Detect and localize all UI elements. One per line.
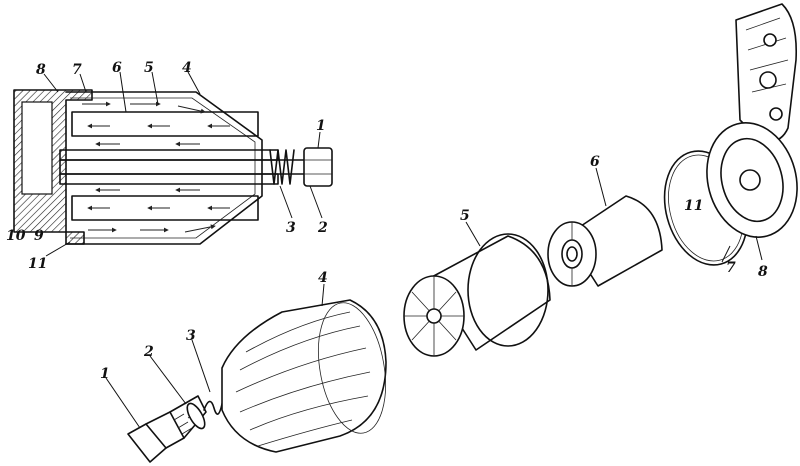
exploded-label-5: 5 bbox=[460, 208, 470, 224]
washer bbox=[186, 402, 206, 430]
label-9: 9 bbox=[34, 228, 44, 244]
label-1: 1 bbox=[316, 118, 326, 134]
rod-sleeve-upper bbox=[59, 149, 279, 161]
exploded-label-7: 7 bbox=[726, 260, 736, 276]
section-view: 8 7 6 5 4 1 2 3 10 9 11 bbox=[6, 60, 333, 272]
exploded-label-3: 3 bbox=[186, 328, 196, 344]
exploded-label-8: 8 bbox=[758, 264, 768, 280]
inlet-port bbox=[21, 101, 53, 195]
spring-section bbox=[269, 149, 295, 185]
label-7: 7 bbox=[72, 62, 82, 78]
label-3: 3 bbox=[286, 220, 296, 236]
label-4: 4 bbox=[182, 60, 192, 76]
flow-arrows bbox=[82, 101, 230, 233]
coarse-filter-element bbox=[403, 233, 551, 357]
housing-inner-wall bbox=[70, 97, 256, 239]
exploded-label-6: 6 bbox=[590, 154, 600, 170]
label-5: 5 bbox=[144, 60, 154, 76]
section-callouts: 8 7 6 5 4 1 2 3 10 9 11 bbox=[6, 60, 328, 272]
exploded-label-2: 2 bbox=[143, 344, 154, 360]
exploded-label-1: 1 bbox=[100, 366, 110, 382]
bolt-head-section bbox=[303, 147, 333, 187]
label-2: 2 bbox=[317, 220, 328, 236]
label-6: 6 bbox=[112, 60, 122, 76]
drain-plug-section bbox=[65, 231, 85, 245]
housing-bowl bbox=[221, 299, 387, 453]
housing-outline bbox=[65, 91, 263, 245]
rod-sleeve-lower bbox=[59, 173, 279, 185]
label-11: 11 bbox=[28, 256, 47, 272]
label-10: 10 bbox=[6, 228, 26, 244]
label-8: 8 bbox=[36, 62, 46, 78]
coarse-element-lower bbox=[71, 195, 259, 221]
coarse-element-upper bbox=[71, 111, 259, 137]
exploded-view: 1 2 3 4 5 6 7 8 11 bbox=[100, 3, 798, 463]
filter-head bbox=[706, 3, 798, 238]
exploded-callouts: 1 2 3 4 5 6 7 8 11 bbox=[100, 154, 768, 429]
exploded-label-4: 4 bbox=[318, 270, 328, 286]
exploded-label-11: 11 bbox=[684, 198, 703, 214]
fine-filter-element bbox=[547, 195, 663, 287]
